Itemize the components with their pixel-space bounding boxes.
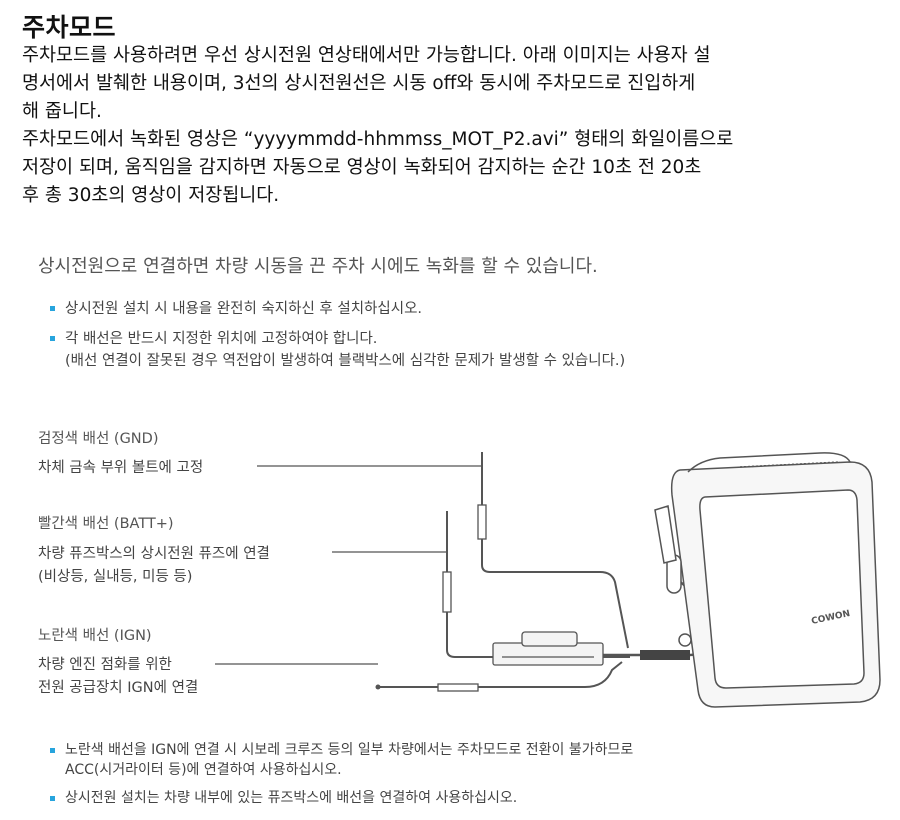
ign-terminal-sleeve: [437, 683, 479, 692]
note-item: 각 배선은 반드시 지정한 위치에 고정하여야 합니다. (배선 연결이 잘못된…: [50, 328, 625, 372]
intro-line: 명서에서 발췌한 내용이며, 3선의 상시전원선은 시동 off와 동시에 주차…: [22, 73, 696, 94]
gnd-wire-desc: 차체 금속 부위 볼트에 고정: [38, 460, 204, 476]
notes-top: 상시전원 설치 시 내용을 완전히 숙지하신 후 설치하십시오. 각 배선은 반…: [50, 298, 625, 380]
note-line: 상시전원 설치 시 내용을 완전히 숙지하신 후 설치하십시오.: [65, 301, 423, 317]
intro-line: 주차모드를 사용하려면 우선 상시전원 연상태에서만 가능합니다. 아래 이미지…: [22, 45, 711, 66]
ign-wire: [378, 661, 623, 688]
note-item: 노란색 배선을 IGN에 연결 시 시보레 크루즈 등의 일부 차량에서는 주차…: [50, 740, 633, 780]
gnd-wire: [481, 452, 629, 649]
note-line: (배선 연결이 잘못된 경우 역전압이 발생하여 블랙박스에 심각한 문제가 발…: [65, 353, 626, 369]
batt-wire-title: 빨간색 배선 (BATT+): [38, 516, 174, 532]
note-line: ACC(시거라이터 등)에 연결하여 사용하십시오.: [65, 762, 342, 778]
note-line: 각 배선은 반드시 지정한 위치에 고정하여야 합니다.: [65, 331, 378, 347]
lead-text: 상시전원으로 연결하면 차량 시동을 끈 주차 시에도 녹화를 할 수 있습니다…: [38, 256, 598, 277]
bullet-square-icon: [50, 796, 55, 801]
intro-text: 주차모드를 사용하려면 우선 상시전원 연상태에서만 가능합니다. 아래 이미지…: [22, 42, 892, 210]
intro-line: 저장이 되며, 움직임을 감지하면 자동으로 영상이 녹화되어 감지하는 순간 …: [22, 157, 702, 178]
batt-wire-desc-note: (비상등, 실내등, 미등 등): [38, 569, 193, 585]
ign-wire-desc: 차량 엔진 점화를 위한: [38, 657, 172, 673]
page-title: 주차모드: [22, 13, 117, 42]
note-line: 상시전원 설치는 차량 내부에 있는 퓨즈박스에 배선을 연결하여 사용하십시오…: [65, 790, 518, 806]
batt-terminal-sleeve: [442, 571, 452, 613]
bullet-square-icon: [50, 306, 55, 311]
cable-connector: [640, 650, 690, 660]
notes-bottom: 노란색 배선을 IGN에 연결 시 시보레 크루즈 등의 일부 차량에서는 주차…: [50, 740, 633, 816]
intro-line: 해 줍니다.: [22, 101, 102, 122]
batt-wire-desc: 차량 퓨즈박스의 상시전원 퓨즈에 연결: [38, 546, 270, 562]
bullet-square-icon: [50, 748, 55, 753]
note-item: 상시전원 설치 시 내용을 완전히 숙지하신 후 설치하십시오.: [50, 298, 625, 320]
gnd-wire-title: 검정색 배선 (GND): [38, 431, 159, 447]
ign-wire-desc-2: 전원 공급장치 IGN에 연결: [38, 680, 199, 696]
ign-wire-title: 노란색 배선 (IGN): [38, 628, 152, 644]
intro-line: 후 총 30초의 영상이 저장됩니다.: [22, 185, 280, 206]
blackbox-device: [654, 452, 881, 708]
fuse-module: [492, 631, 604, 666]
note-line: 노란색 배선을 IGN에 연결 시 시보레 크루즈 등의 일부 차량에서는 주차…: [65, 742, 634, 758]
intro-line: 주차모드에서 녹화된 영상은 “yyyymmdd-hhmmss_MOT_P2.a…: [22, 129, 734, 150]
note-item: 상시전원 설치는 차량 내부에 있는 퓨즈박스에 배선을 연결하여 사용하십시오…: [50, 788, 633, 808]
bullet-square-icon: [50, 336, 55, 341]
gnd-terminal-sleeve: [477, 504, 487, 540]
